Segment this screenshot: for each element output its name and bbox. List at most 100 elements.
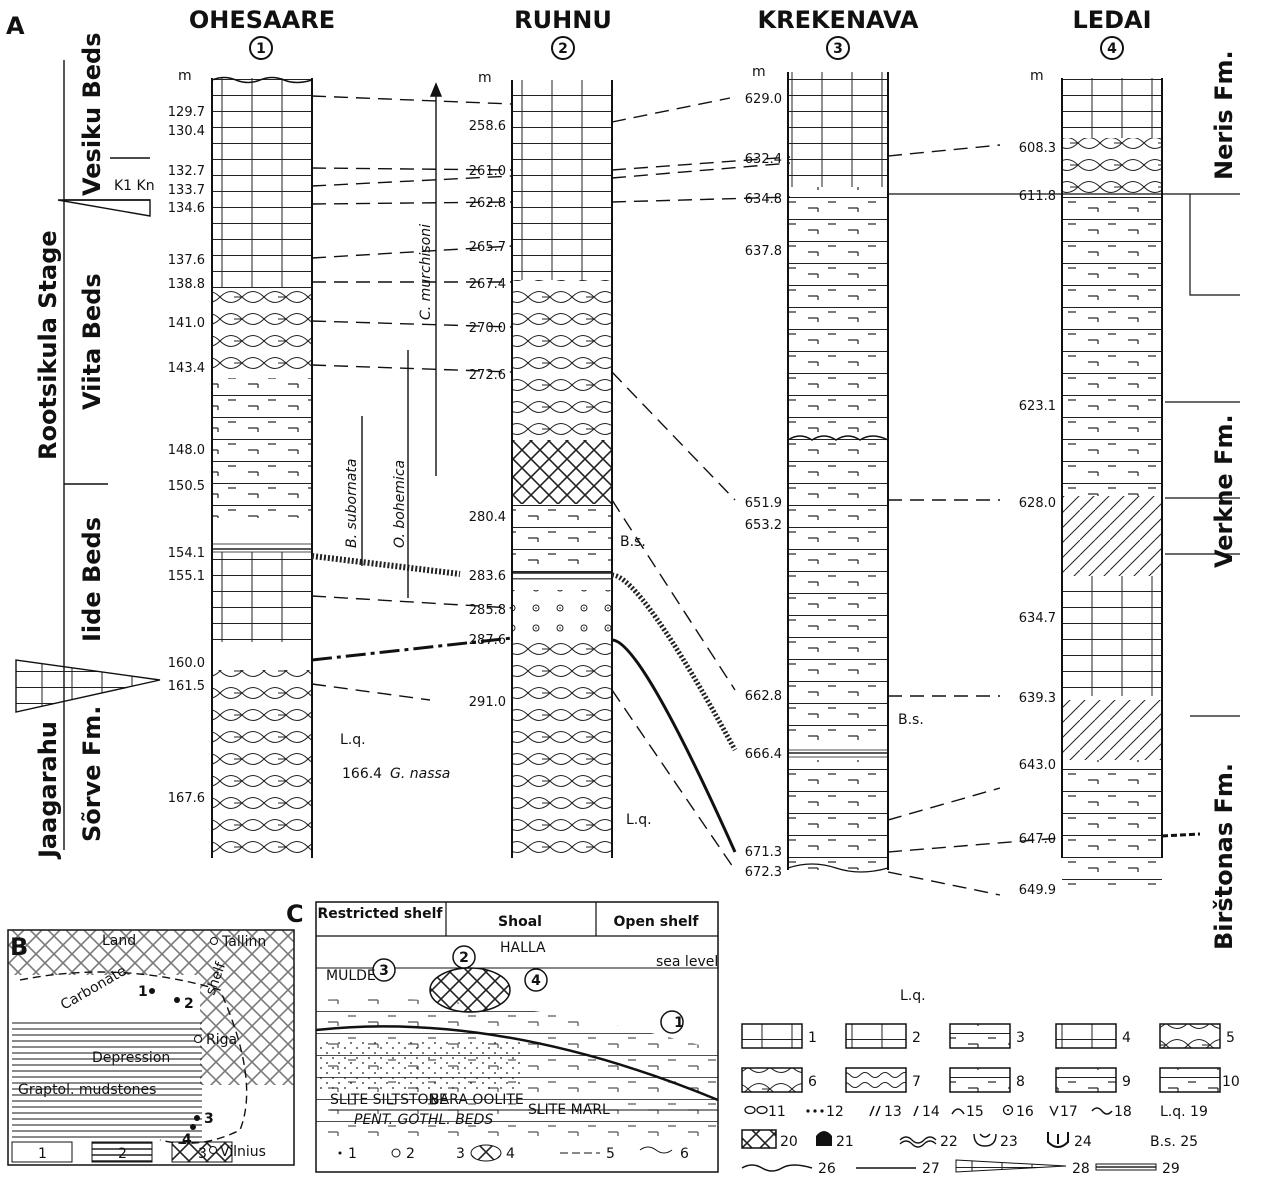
depth-label: 672.3 xyxy=(745,865,782,880)
legend-17: 17 xyxy=(1060,1104,1078,1120)
city-riga: Riga xyxy=(206,1032,237,1048)
panel-c-legend-6: 6 xyxy=(680,1146,689,1162)
panel-b-letter: B xyxy=(10,933,28,961)
kk-label: K1 Kn xyxy=(114,178,155,194)
legend-25: B.s. 25 xyxy=(1150,1134,1198,1150)
legend-18: 18 xyxy=(1114,1104,1132,1120)
label-bara-oolite: BARA OOLITE xyxy=(430,1092,524,1108)
depth-label: 137.6 xyxy=(168,253,205,268)
formation-sorve: Sõrve Fm. xyxy=(78,706,106,842)
taxon-o-bohemica: O. bohemica xyxy=(392,460,408,548)
legend-13: 13 xyxy=(884,1104,902,1120)
legend-symbol-row xyxy=(744,1104,1113,1117)
legend-21: 21 xyxy=(836,1134,854,1150)
stratigraphic-column xyxy=(15,60,161,850)
section-number-circle xyxy=(826,36,850,60)
depth-label: 141.0 xyxy=(168,316,205,331)
legend-22: 22 xyxy=(940,1134,958,1150)
lq-label: L.q. xyxy=(340,732,366,748)
map-point-2: 2 xyxy=(184,996,194,1012)
label-slite-siltstone: SLITE SILTSTONE xyxy=(330,1092,448,1108)
bed-vesiku: Vesiku Beds xyxy=(78,33,106,197)
depth-label: 629.0 xyxy=(745,92,782,107)
map-point-3: 3 xyxy=(204,1111,214,1127)
stage-jaagarahu: Jaagarahu xyxy=(34,721,62,860)
facies-point-2: 2 xyxy=(459,950,469,966)
map-depression: Depression xyxy=(92,1050,170,1066)
legend-27: 27 xyxy=(922,1161,940,1177)
section-number-ruhnu: 2 xyxy=(558,41,568,57)
legend-16: 16 xyxy=(1016,1104,1034,1120)
depth-label: 155.1 xyxy=(168,569,205,584)
formation-brackets xyxy=(1165,194,1240,717)
facies-shoal: Shoal xyxy=(498,914,542,930)
depth-label: 628.0 xyxy=(1019,496,1056,511)
depth-label: 133.7 xyxy=(168,183,205,198)
lq-label: L.q. xyxy=(900,988,926,1004)
legend-10: 10 xyxy=(1222,1074,1240,1090)
taxon-c-murchisoni: C. murchisoni xyxy=(418,224,434,320)
depth-label: 662.8 xyxy=(745,689,782,704)
column-ledai xyxy=(1061,78,1163,888)
stage-rootsikula: Rootsikula Stage xyxy=(34,230,62,460)
depth-label: 666.4 xyxy=(745,747,782,762)
depth-label: 160.0 xyxy=(168,656,205,671)
depth-labels-ledai: 608.3 611.8 623.1 628.0 634.7 639.3 643.… xyxy=(1019,141,1056,898)
depth-label: 261.0 xyxy=(469,164,506,179)
legend-1: 1 xyxy=(808,1030,817,1046)
depth-labels-ruhnu: 258.6 261.0 262.8 265.7 267.4 270.0 272.… xyxy=(469,119,506,710)
section-title-krekenava: KREKENAVA xyxy=(757,6,918,34)
column-krekenava xyxy=(787,72,889,873)
depth-label: 671.3 xyxy=(745,845,782,860)
legend-2: 2 xyxy=(912,1030,921,1046)
unit-label: m xyxy=(1030,68,1044,84)
facies-point-4: 4 xyxy=(531,973,541,989)
legend-11: 11 xyxy=(768,1104,786,1120)
formation-neris: Neris Fm. xyxy=(1210,50,1238,180)
column-ruhnu xyxy=(511,80,613,858)
section-title-ruhnu: RUHNU xyxy=(514,6,612,34)
legend-29: 29 xyxy=(1162,1161,1180,1177)
bs-label: B.s. xyxy=(620,534,646,550)
unit-label: m xyxy=(178,68,192,84)
column-ohesaare xyxy=(211,76,313,858)
depth-label: 270.0 xyxy=(469,321,506,336)
map-legend-2: 2 xyxy=(118,1146,127,1162)
depth-label: 649.9 xyxy=(1019,883,1056,898)
legend-6: 6 xyxy=(808,1074,817,1090)
depth-label: 258.6 xyxy=(469,119,506,134)
formation-verkne: Verkne Fm. xyxy=(1210,414,1238,568)
label-pent-goth: PENT. GOTHL. BEDS xyxy=(354,1112,493,1128)
depth-label: 262.8 xyxy=(469,196,506,211)
taxon-g-nassa: G. nassa xyxy=(390,766,450,782)
taxon-ranges xyxy=(361,82,443,598)
depth-labels-krekenava: 629.0 632.4 634.8 637.8 651.9 653.2 662.… xyxy=(745,92,782,880)
depth-label: 150.5 xyxy=(168,479,205,494)
section-number-circle xyxy=(249,36,273,60)
section-title-ohesaare: OHESAARE xyxy=(189,6,335,34)
facies-restricted: Restricted shelf xyxy=(317,906,443,922)
map-land: Land xyxy=(102,933,136,949)
depth-label: 161.5 xyxy=(168,679,205,694)
panel-c-legend-5: 5 xyxy=(606,1146,615,1162)
depth-label: 639.3 xyxy=(1019,691,1056,706)
correlation-lines xyxy=(311,95,1240,896)
legend-12: 12 xyxy=(826,1104,844,1120)
unit-label: m xyxy=(752,64,766,80)
lq-label: L.q. xyxy=(626,812,652,828)
label-halla: HALLA xyxy=(500,940,546,956)
depth-label: 134.6 xyxy=(168,201,205,216)
depth-label: 138.8 xyxy=(168,277,205,292)
depth-label: 608.3 xyxy=(1019,141,1056,156)
legend-3: 3 xyxy=(1016,1030,1025,1046)
panel-b-map xyxy=(7,929,295,1166)
panel-c-legend-1: 1 xyxy=(348,1146,357,1162)
map-point-1: 1 xyxy=(138,984,148,1000)
depth-label: 653.2 xyxy=(745,518,782,533)
g-nassa-depth: 166.4 xyxy=(342,766,382,782)
taxon-b-subornata: B. subornata xyxy=(344,459,360,548)
depth-label: 634.7 xyxy=(1019,611,1056,626)
map-graptol: Graptol. mudstones xyxy=(18,1082,156,1098)
lithology-legend xyxy=(741,1023,1221,1173)
